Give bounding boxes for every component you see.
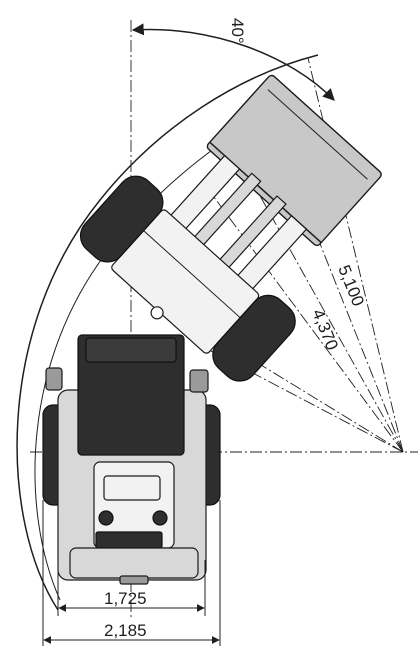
side-mirror-right — [189, 369, 209, 393]
rear-panel — [103, 475, 161, 501]
front-axle-line — [128, 216, 256, 332]
angle-reference-ray — [307, 57, 404, 453]
bucket-inner-line — [267, 89, 368, 180]
operator-cab — [77, 334, 185, 456]
steer-angle-label: 40° — [228, 18, 247, 44]
loader-arms — [111, 154, 308, 354]
cab-roof-top — [85, 337, 177, 363]
rear-frame — [42, 334, 221, 585]
front-wheel-right — [212, 294, 296, 382]
tail-light-left — [98, 510, 114, 526]
counterweight — [69, 547, 199, 579]
bucket — [206, 74, 382, 247]
side-mirror-left — [45, 367, 63, 391]
pivot-joint — [150, 306, 164, 320]
inner-radius-label: 4,370 — [308, 306, 342, 353]
tail-light-right — [152, 510, 168, 526]
overall-width-label: 2,185 — [104, 621, 147, 640]
radius-ray-inner-2 — [204, 184, 404, 453]
width-dimensions: 1,725 2,185 — [42, 500, 221, 646]
angle-arc-40 — [131, 23, 335, 101]
front-wheel-left — [79, 175, 164, 263]
track-width-label: 1,725 — [104, 589, 147, 608]
front-frame-turned — [79, 74, 382, 382]
rear-step — [119, 575, 149, 585]
rear-grille — [95, 531, 163, 549]
